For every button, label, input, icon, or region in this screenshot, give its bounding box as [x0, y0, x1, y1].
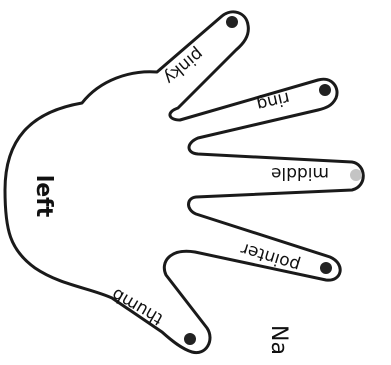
ring-label: ring [255, 87, 292, 114]
middle-dot [350, 169, 362, 181]
thumb-dot [184, 333, 196, 345]
thumb-label: thumb [108, 284, 166, 329]
ring-dot [319, 84, 331, 96]
middle-label: middle [271, 163, 329, 183]
name-field-label: Na [266, 325, 291, 355]
pinky-dot [226, 16, 238, 28]
pointer-dot [320, 262, 332, 274]
hand-side-label: left [31, 175, 56, 218]
